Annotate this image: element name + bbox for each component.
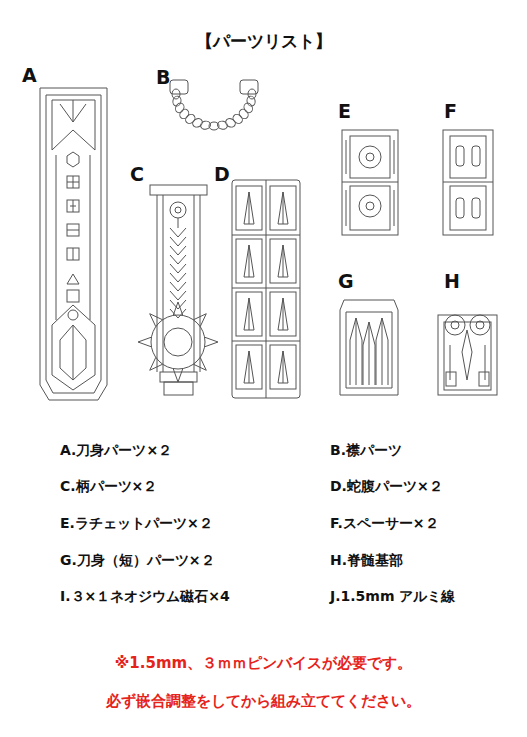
- part-list-item: B.襟パーツ: [330, 442, 402, 460]
- handle-part: [150, 185, 207, 395]
- spacer-part: [443, 130, 493, 235]
- part-letter: E: [338, 100, 351, 122]
- part-letter: D: [214, 163, 230, 185]
- part-list-item: D.蛇腹パーツ×２: [330, 478, 443, 496]
- part-list-item: G.刀身（短）パーツ×２: [60, 552, 215, 570]
- part-letter: C: [130, 163, 144, 185]
- ratchet-part: [342, 130, 398, 235]
- part-letter: F: [444, 100, 457, 122]
- part-list-item: A.刀身パーツ×２: [60, 442, 172, 460]
- part-list-item: J.1.5mm アルミ線: [330, 588, 455, 606]
- handle-braid: [170, 228, 186, 318]
- spine-base-part: [438, 315, 497, 395]
- part-letter: G: [338, 270, 354, 292]
- part-letter: H: [444, 270, 460, 292]
- part-list-item: H.脊髄基部: [330, 552, 403, 570]
- part-list-item: I.３×１ネオジウム磁石×4: [60, 588, 230, 606]
- collar-part: [170, 80, 258, 130]
- warning-note: ※1.5mm、３ｍｍピンバイスが必要です。: [0, 654, 527, 673]
- part-list-item: E.ラチェットパーツ×２: [60, 515, 213, 533]
- short-blade-part: [340, 300, 398, 395]
- bellows-part: [232, 180, 300, 398]
- blade-part: [40, 88, 107, 400]
- warning-note: 必ず嵌合調整をしてから組み立ててください。: [0, 692, 527, 711]
- part-letter: A: [22, 64, 37, 86]
- part-list-item: C.柄パーツ×２: [60, 478, 157, 496]
- part-letter: B: [156, 66, 170, 88]
- part-list-item: F.スペーサー×２: [330, 515, 439, 533]
- page-title: 【パーツリスト】: [0, 30, 527, 53]
- handle-spikes: [138, 302, 218, 382]
